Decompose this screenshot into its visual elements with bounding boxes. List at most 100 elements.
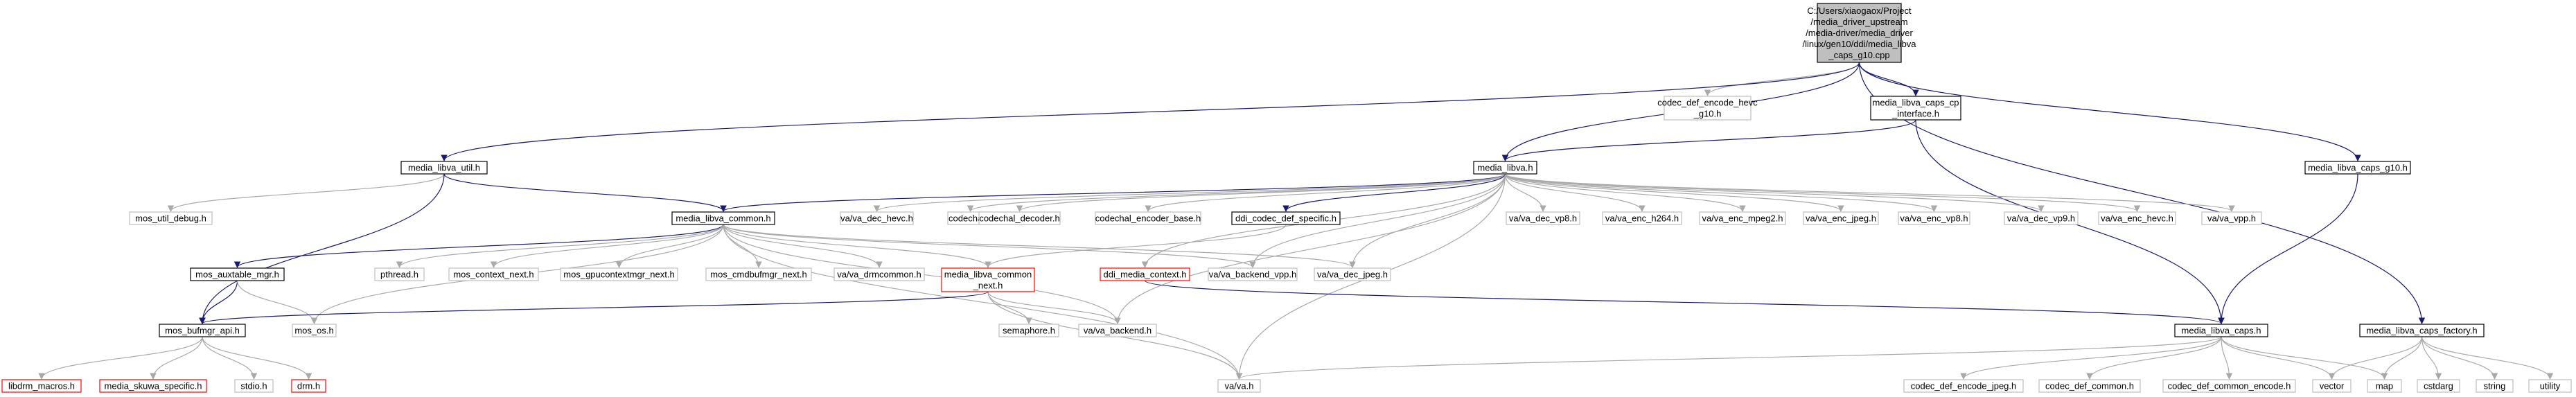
edge-media-libva-caps-g10-to-media-libva-caps — [2218, 173, 2358, 324]
edge-media-libva-common-to-media-libva-common-next — [723, 224, 991, 268]
node-box — [1314, 267, 1391, 281]
node-mos-util-debug[interactable]: mos_util_debug.h — [129, 211, 213, 225]
node-media-libva-common[interactable]: media_libva_common.h — [671, 211, 775, 225]
node-stdio[interactable]: stdio.h — [234, 379, 274, 393]
node-label: codechal_decoder.h — [979, 213, 1059, 224]
node-map[interactable]: map — [2367, 379, 2402, 393]
node-mos-auxtable-mgr[interactable]: mos_auxtable_mgr.h — [190, 267, 285, 281]
edge-mos-auxtable-mgr-to-mos-os — [236, 280, 318, 324]
edge-media-libva-util-to-media-libva-common — [443, 173, 727, 212]
node-label: pthread.h — [380, 270, 418, 280]
node-ddi-media-context[interactable]: ddi_media_context.h — [1100, 267, 1190, 281]
node-box — [129, 211, 213, 225]
node-cstdarg[interactable]: cstdarg — [2417, 379, 2460, 393]
edge-media-libva-common-to-va-backend-vpp — [723, 224, 1256, 268]
edge-media-libva-caps-factory-to-cstdarg — [2421, 336, 2442, 380]
node-va-enc-hevc[interactable]: va/va_enc_hevc.h — [2098, 211, 2176, 225]
nodes-layer: C:/Users/xiaogaox/Project/media_driver_u… — [1, 3, 2572, 393]
node-va-dec-vp9[interactable]: va/va_dec_vp9.h — [2004, 211, 2079, 225]
node-mos-bufmgr-api[interactable]: mos_bufmgr_api.h — [159, 324, 246, 337]
node-media-libva-caps-g10[interactable]: media_libva_caps_g10.h — [2304, 161, 2411, 175]
node-label: va/va_backend.h — [1084, 326, 1152, 336]
node-codec-def-encode-hevc-g10[interactable]: codec_def_encode_hevc_g10.h — [1657, 96, 1758, 121]
node-root[interactable]: C:/Users/xiaogaox/Project/media_driver_u… — [1802, 3, 1916, 63]
node-box — [1100, 267, 1190, 281]
node-label: mos_os.h — [294, 326, 333, 336]
node-drm[interactable]: drm.h — [291, 379, 326, 393]
node-label: va/va_backend_vpp.h — [1209, 270, 1296, 280]
node-va-dec-vp8[interactable]: va/va_dec_vp8.h — [1506, 211, 1580, 225]
node-utility[interactable]: utility — [2528, 379, 2572, 393]
node-semaphore[interactable]: semaphore.h — [998, 324, 1059, 337]
edge-root-to-media-libva-caps-cp-interface — [1858, 62, 1919, 96]
node-va-enc-vp8[interactable]: va/va_enc_vp8.h — [1898, 211, 1970, 225]
node-label: media_libva_caps_g10.h — [2308, 163, 2408, 173]
node-box — [2312, 379, 2352, 393]
edge-media-libva-to-va-dec-vp9 — [1504, 173, 2045, 212]
edge-media-libva-to-va-enc-hevc — [1504, 173, 2140, 212]
node-codechal-encoder-base[interactable]: codechal_encoder_base.h — [1095, 211, 1201, 225]
node-media-libva[interactable]: media_libva.h — [1473, 161, 1537, 175]
node-box — [2201, 211, 2262, 225]
node-label: va/va_drmcommon.h — [837, 270, 921, 280]
node-va-enc-h264[interactable]: va/va_enc_h264.h — [1602, 211, 1682, 225]
node-label: media_libva_util.h — [408, 163, 480, 173]
node-media-libva-common-next[interactable]: media_libva_common_next.h — [941, 267, 1035, 292]
node-ddi-codec-def-specific[interactable]: ddi_codec_def_specific.h — [1231, 211, 1341, 225]
node-label: va/va_enc_jpeg.h — [1806, 213, 1876, 224]
node-codec-def-common-encode[interactable]: codec_def_common_encode.h — [2162, 379, 2296, 393]
node-mos-cmdbufmgr-next[interactable]: mos_cmdbufmgr_next.h — [705, 267, 812, 281]
node-media-libva-caps-cp-interface[interactable]: media_libva_caps_cp_interface.h — [1870, 96, 1961, 121]
node-media-libva-util[interactable]: media_libva_util.h — [400, 161, 488, 175]
edge-media-libva-to-media-libva-common — [720, 173, 1506, 212]
node-media-libva-caps[interactable]: media_libva_caps.h — [2174, 324, 2268, 337]
node-label: _g10.h — [1693, 109, 1722, 119]
node-box — [190, 267, 285, 281]
node-label: vector — [2320, 381, 2345, 391]
node-box — [2304, 161, 2411, 175]
edge-media-libva-to-va-dec-vp8 — [1504, 173, 1546, 212]
node-label: _next.h — [973, 281, 1003, 291]
node-label: mos_context_next.h — [453, 270, 533, 280]
node-label: mos_util_debug.h — [135, 213, 206, 224]
node-label: map — [2376, 381, 2393, 391]
node-va-enc-mpeg2[interactable]: va/va_enc_mpeg2.h — [1699, 211, 1786, 225]
node-mos-gpucontextmgr-next[interactable]: mos_gpucontextmgr_next.h — [560, 267, 678, 281]
node-label: cstdarg — [2424, 381, 2453, 391]
node-label: va/va_enc_hevc.h — [2101, 213, 2173, 224]
edge-media-libva-common-to-mos-context-next — [490, 224, 724, 268]
node-va-enc-jpeg[interactable]: va/va_enc_jpeg.h — [1803, 211, 1879, 225]
node-mos-context-next[interactable]: mos_context_next.h — [448, 267, 539, 281]
node-media-libva-caps-factory[interactable]: media_libva_caps_factory.h — [2359, 324, 2485, 337]
node-box — [1473, 161, 1537, 175]
node-va-drmcommon[interactable]: va/va_drmcommon.h — [833, 267, 925, 281]
node-box — [2476, 379, 2514, 393]
node-va-backend[interactable]: va/va_backend.h — [1078, 324, 1157, 337]
node-va-dec-jpeg[interactable]: va/va_dec_jpeg.h — [1314, 267, 1391, 281]
node-mos-os[interactable]: mos_os.h — [292, 324, 337, 337]
edge-mos-bufmgr-api-to-stdio — [202, 336, 258, 380]
edge-mos-auxtable-mgr-to-mos-bufmgr-api — [199, 280, 238, 324]
node-pthread[interactable]: pthread.h — [374, 267, 425, 281]
node-media-skuwa-specific[interactable]: media_skuwa_specific.h — [99, 379, 207, 393]
node-va[interactable]: va/va.h — [1217, 379, 1261, 393]
node-box — [560, 267, 678, 281]
node-label: codec_def_encode_jpeg.h — [1911, 381, 2017, 391]
edge-media-libva-to-codechal — [967, 173, 1506, 212]
edges-layer — [38, 62, 2554, 380]
node-box — [1095, 211, 1201, 225]
node-box — [1217, 379, 1261, 393]
node-va-dec-hevc[interactable]: va/va_dec_hevc.h — [840, 211, 914, 225]
node-codec-def-encode-jpeg[interactable]: codec_def_encode_jpeg.h — [1903, 379, 2024, 393]
node-vector[interactable]: vector — [2312, 379, 2352, 393]
node-va-backend-vpp[interactable]: va/va_backend_vpp.h — [1208, 267, 1298, 281]
node-codec-def-common[interactable]: codec_def_common.h — [2038, 379, 2141, 393]
edge-media-libva-to-va-dec-jpeg — [1349, 173, 1506, 268]
node-box — [1870, 96, 1961, 121]
node-libdrm-macros[interactable]: libdrm_macros.h — [1, 379, 82, 393]
node-string[interactable]: string — [2476, 379, 2514, 393]
node-va-vpp[interactable]: va/va_vpp.h — [2201, 211, 2262, 225]
node-codechal-decoder[interactable]: codechal_decoder.h — [978, 211, 1061, 225]
edge-root-to-media-libva-util — [441, 62, 1860, 161]
node-label: va/va_enc_vp8.h — [1900, 213, 1968, 224]
